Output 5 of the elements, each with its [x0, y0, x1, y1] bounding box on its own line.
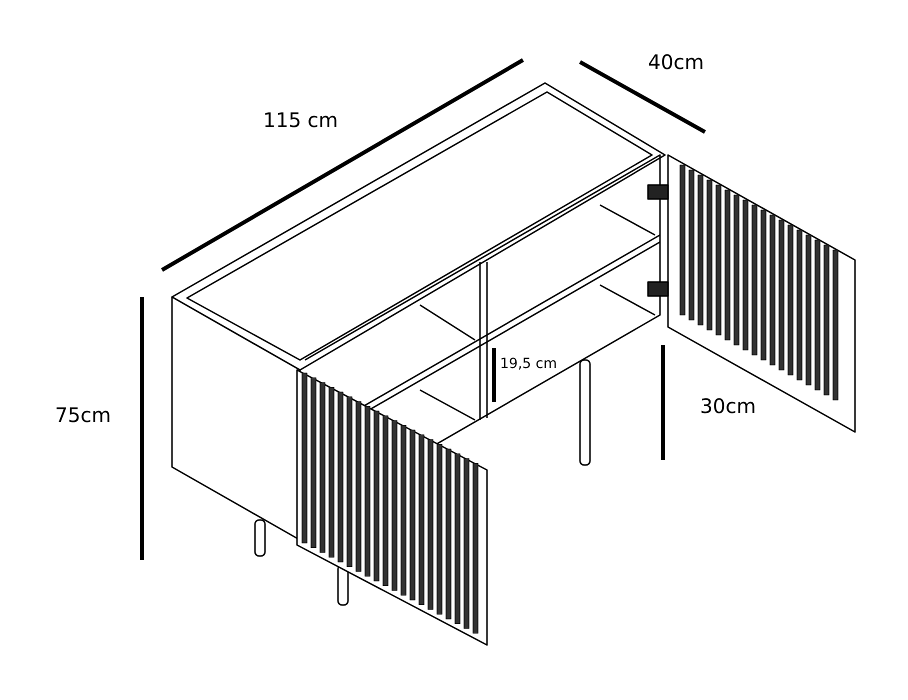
dimension-label: 40cm — [648, 52, 704, 72]
dimension-label: 30cm — [700, 396, 756, 416]
dimension-label: 115 cm — [263, 110, 338, 130]
dimension-label: 19,5 cm — [500, 357, 557, 371]
dimension-label: 75cm — [55, 405, 111, 425]
